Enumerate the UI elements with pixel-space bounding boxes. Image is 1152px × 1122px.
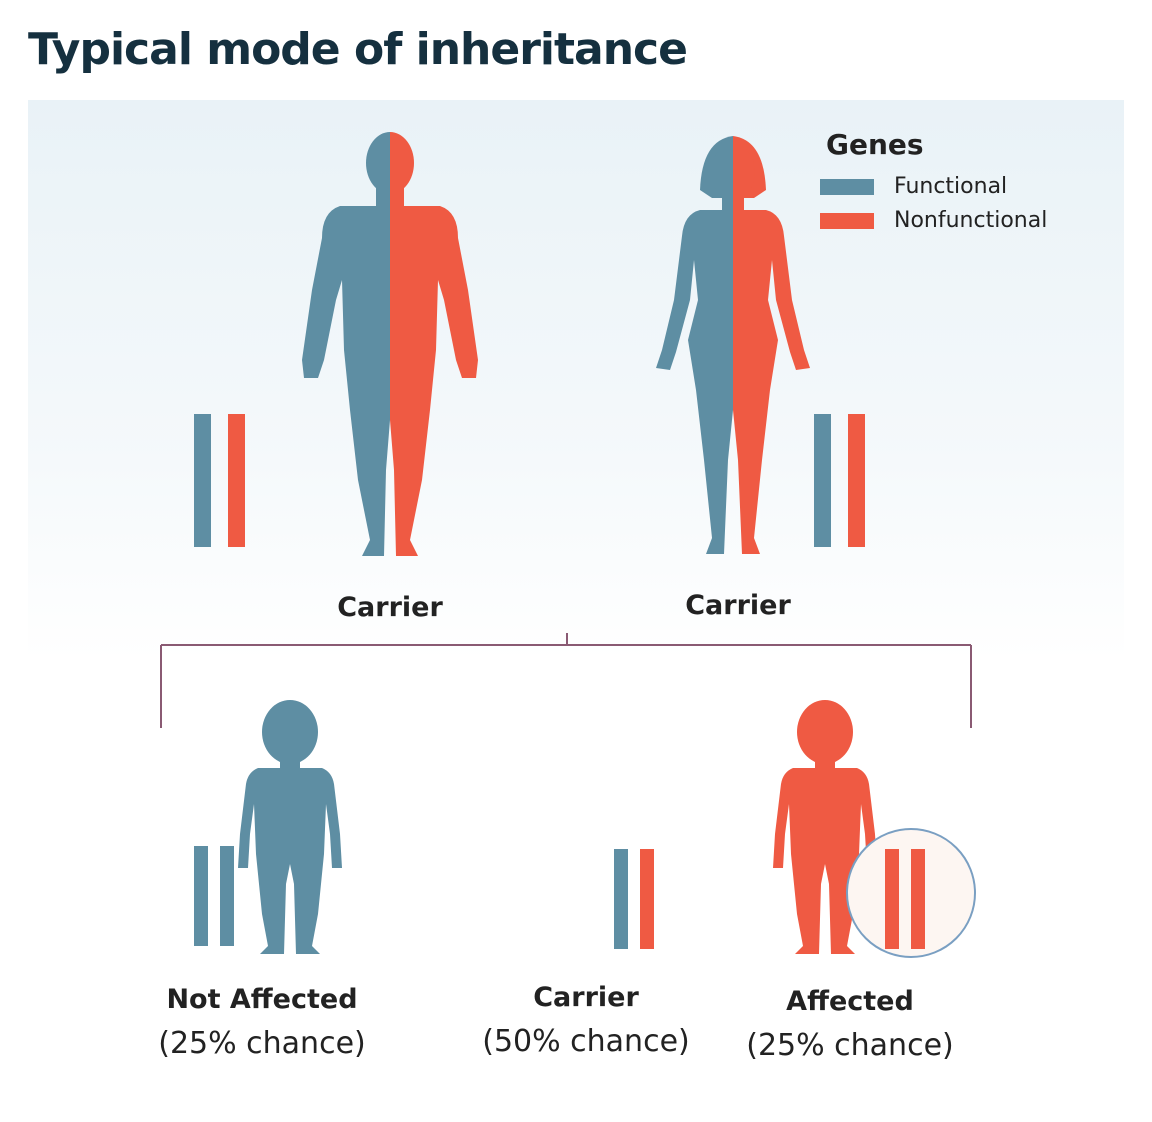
gene-bar-nonfunctional	[885, 849, 899, 949]
child-affected-chance: (25% chance)	[746, 1028, 954, 1063]
father-nonfunctional-half	[390, 132, 478, 556]
father-label: Carrier	[337, 592, 443, 623]
legend-label-nonfunctional: Nonfunctional	[894, 208, 1048, 233]
gene-bar-nonfunctional	[228, 414, 245, 547]
functional-swatch	[820, 178, 874, 195]
father-figure	[302, 132, 478, 556]
legend-item-functional: Functional	[820, 174, 1007, 199]
child-carrier-genes	[614, 849, 654, 949]
gene-bar-nonfunctional	[911, 849, 925, 949]
child-not-affected-label: Not Affected	[166, 984, 358, 1015]
mother-nonfunctional-half	[733, 136, 810, 554]
child-carrier-chance: (50% chance)	[482, 1024, 690, 1059]
gene-bar-functional	[614, 849, 628, 949]
gene-bar-functional	[194, 846, 208, 946]
gene-bar-nonfunctional	[848, 414, 865, 547]
mother-label: Carrier	[685, 590, 791, 621]
mother-genes	[814, 414, 865, 547]
child-not-affected-figure	[238, 700, 342, 954]
father-genes	[194, 414, 245, 547]
child-carrier-figure	[499, 700, 603, 954]
child-not-affected-genes	[194, 846, 234, 946]
mother-figure	[656, 136, 810, 554]
gene-bar-functional	[194, 414, 211, 547]
offspring-connector	[160, 633, 972, 728]
gene-bar-functional	[814, 414, 831, 547]
child-not-affected-chance: (25% chance)	[158, 1026, 366, 1061]
child-carrier-label: Carrier	[533, 982, 639, 1013]
gene-bar-nonfunctional	[640, 849, 654, 949]
gene-bar-functional	[220, 846, 234, 946]
child-affected-genes	[846, 828, 976, 958]
diagram-panel	[28, 100, 1124, 660]
nonfunctional-swatch	[820, 212, 874, 229]
legend-title: Genes	[826, 128, 924, 161]
page-title: Typical mode of inheritance	[28, 24, 688, 75]
legend-label-functional: Functional	[894, 174, 1008, 199]
child-affected-label: Affected	[786, 986, 914, 1017]
legend-item-nonfunctional: Nonfunctional	[820, 208, 1047, 233]
